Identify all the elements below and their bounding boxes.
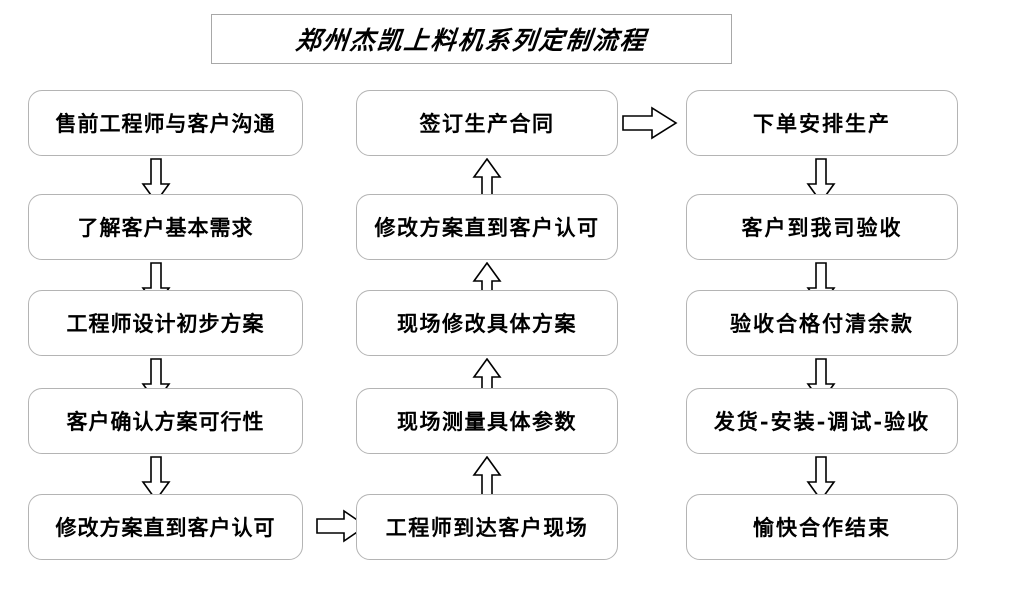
arrow-down-icon [806,456,836,502]
node-label: 修改方案直到客户认可 [55,515,276,540]
node-pay-balance-after-acceptance[interactable]: 验收合格付清余款 [686,290,958,356]
node-revise-until-approved-left[interactable]: 修改方案直到客户认可 [28,494,303,560]
node-pre-sales-communication[interactable]: 售前工程师与客户沟通 [28,90,303,156]
node-label: 下单安排生产 [753,111,891,136]
node-label: 现场测量具体参数 [397,409,577,434]
node-customer-confirm-feasibility[interactable]: 客户确认方案可行性 [28,388,303,454]
node-understand-requirements[interactable]: 了解客户基本需求 [28,194,303,260]
node-place-order-arrange-production[interactable]: 下单安排生产 [686,90,958,156]
node-revise-until-approved-middle[interactable]: 修改方案直到客户认可 [356,194,618,260]
node-label: 客户确认方案可行性 [66,409,265,434]
node-label: 现场修改具体方案 [397,311,577,336]
node-label: 工程师设计初步方案 [66,311,265,336]
node-label: 修改方案直到客户认可 [374,215,600,240]
node-onsite-measure-parameters[interactable]: 现场测量具体参数 [356,388,618,454]
node-label: 验收合格付清余款 [730,311,914,336]
arrow-down-icon [141,158,171,204]
arrow-down-icon [141,456,171,502]
node-label: 愉快合作结束 [753,515,891,540]
node-customer-inspection-at-factory[interactable]: 客户到我司验收 [686,194,958,260]
node-label: 了解客户基本需求 [77,215,254,240]
node-label: 签订生产合同 [419,111,555,136]
node-sign-production-contract[interactable]: 签订生产合同 [356,90,618,156]
chart-title-box: 郑州杰凯上料机系列定制流程 [211,14,732,64]
node-label: 客户到我司验收 [741,215,903,240]
chart-title: 郑州杰凯上料机系列定制流程 [294,26,649,55]
arrow-right-icon [316,508,368,544]
node-onsite-revise-plan[interactable]: 现场修改具体方案 [356,290,618,356]
node-label: 工程师到达客户现场 [385,515,589,540]
node-label: 发货-安装-调试-验收 [713,409,931,434]
arrow-down-icon [806,158,836,204]
node-label: 售前工程师与客户沟通 [55,111,276,136]
node-happy-cooperation-end[interactable]: 愉快合作结束 [686,494,958,560]
node-engineer-initial-design[interactable]: 工程师设计初步方案 [28,290,303,356]
arrow-right-icon [622,105,678,141]
node-ship-install-debug-accept[interactable]: 发货-安装-调试-验收 [686,388,958,454]
node-engineer-arrive-onsite[interactable]: 工程师到达客户现场 [356,494,618,560]
